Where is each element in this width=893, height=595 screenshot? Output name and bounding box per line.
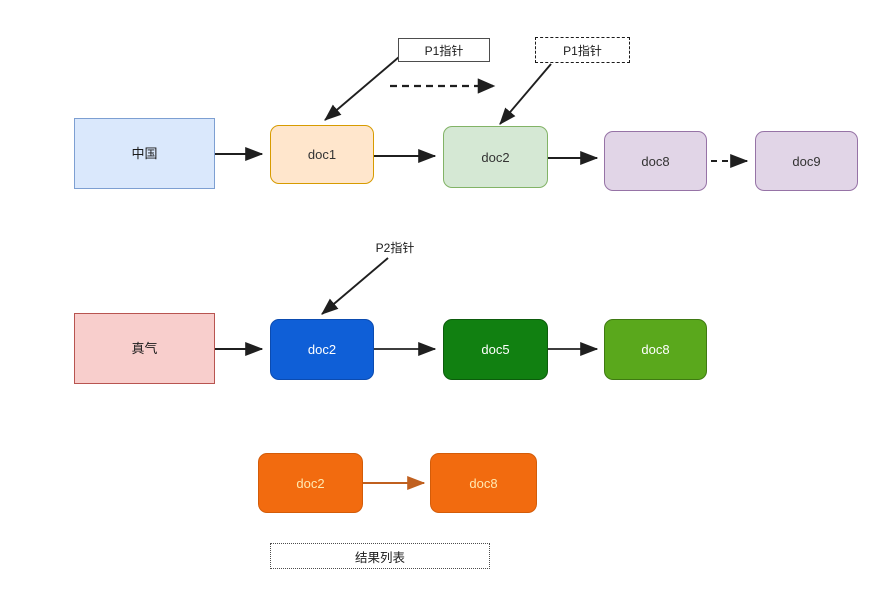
node-label: doc1 [307,147,337,162]
node-label: doc2 [296,475,325,491]
annotation-label: P1指针 [424,43,464,58]
node-row2-doc8[interactable]: doc8 [604,319,707,380]
node-row2-doc5[interactable]: doc5 [443,319,548,380]
arrow-p1-solid-to-doc1 [324,56,400,121]
annotation-p1-pointer-solid: P1指针 [398,38,490,62]
node-row3-doc2[interactable]: doc2 [258,453,363,513]
node-row1-doc2[interactable]: doc2 [443,126,548,188]
node-label: doc2 [307,342,337,357]
node-row1-doc8[interactable]: doc8 [604,131,707,191]
node-label: doc9 [792,153,821,169]
node-label: doc5 [481,342,510,357]
node-label: 中国 [131,146,158,161]
node-row3-doc8[interactable]: doc8 [430,453,537,513]
node-label: doc2 [481,149,510,165]
annotation-p2-pointer: P2指针 [362,238,428,256]
arrow-p2-to-doc2blue [321,257,389,315]
result-list-caption: 结果列表 [270,543,490,569]
node-row1-doc1[interactable]: doc1 [270,125,374,184]
node-row1-doc9[interactable]: doc9 [755,131,858,191]
node-row2-doc2[interactable]: doc2 [270,319,374,380]
annotation-label: P1指针 [563,43,602,58]
node-source-zhongguo[interactable]: 中国 [74,118,215,189]
annotation-p1-pointer-dashed: P1指针 [535,37,630,63]
node-label: 真气 [131,341,158,356]
node-label: doc8 [469,475,498,491]
node-source-zhenqi[interactable]: 真气 [74,313,215,384]
node-label: doc8 [641,153,670,169]
node-label: doc8 [641,342,670,357]
arrow-p1-dashed-to-doc2 [499,63,552,125]
annotation-label: P2指针 [375,240,415,255]
result-list-label: 结果列表 [354,550,405,565]
